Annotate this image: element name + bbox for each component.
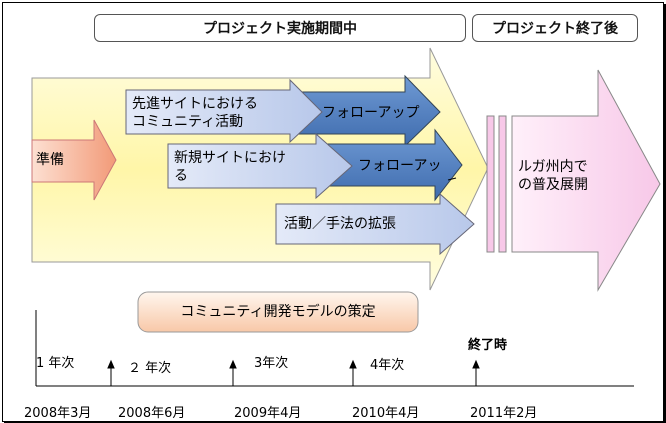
date-2009-04: 2009年4月 xyxy=(234,406,302,421)
separator-bar-2 xyxy=(498,115,507,253)
phase-end: 終了時 xyxy=(468,338,508,353)
model-box-label: コミュニティ開発モデルの策定 xyxy=(180,304,376,320)
date-2008-06: 2008年6月 xyxy=(118,406,186,421)
header-after-project: プロジェクト終了後 xyxy=(472,14,638,42)
model-box xyxy=(137,291,419,333)
method-expansion-arrow xyxy=(275,192,475,256)
province-expansion-label: ルガ州内で の普及展開 xyxy=(518,159,588,193)
method-expansion-label: 活動／手法の拡張 xyxy=(284,216,396,232)
date-2011-02: 2011年2月 xyxy=(470,406,538,421)
timeline-ticks xyxy=(107,359,480,386)
preparation-label: 準備 xyxy=(36,152,64,168)
advanced-followup-label: フォローアップ xyxy=(322,105,420,121)
new-site-label: 新規サイトにおけ る xyxy=(174,150,286,184)
phase-year-2: ２ 年次 xyxy=(128,361,172,376)
province-expansion-arrow xyxy=(511,69,661,292)
new-followup-arrow xyxy=(319,128,463,202)
advanced-site-label: 先進サイトにおける コミュニティ活動 xyxy=(132,96,258,130)
phase-year-1: 1 年次 xyxy=(36,356,75,371)
separator-bar-1 xyxy=(486,115,495,253)
phase-year-4: 4年次 xyxy=(370,358,405,373)
new-followup-label: フォローアッ xyxy=(358,158,442,174)
preparation-arrow xyxy=(31,119,117,201)
date-2010-04: 2010年4月 xyxy=(352,406,420,421)
advanced-followup-arrow xyxy=(289,74,441,148)
advanced-site-arrow xyxy=(125,78,323,144)
phase-year-3: 3年次 xyxy=(254,356,289,371)
pointer-mark xyxy=(447,177,457,181)
date-2008-03: 2008年3月 xyxy=(24,406,92,421)
new-site-arrow xyxy=(167,132,353,200)
header-during-project: プロジェクト実施期間中 xyxy=(94,14,466,42)
